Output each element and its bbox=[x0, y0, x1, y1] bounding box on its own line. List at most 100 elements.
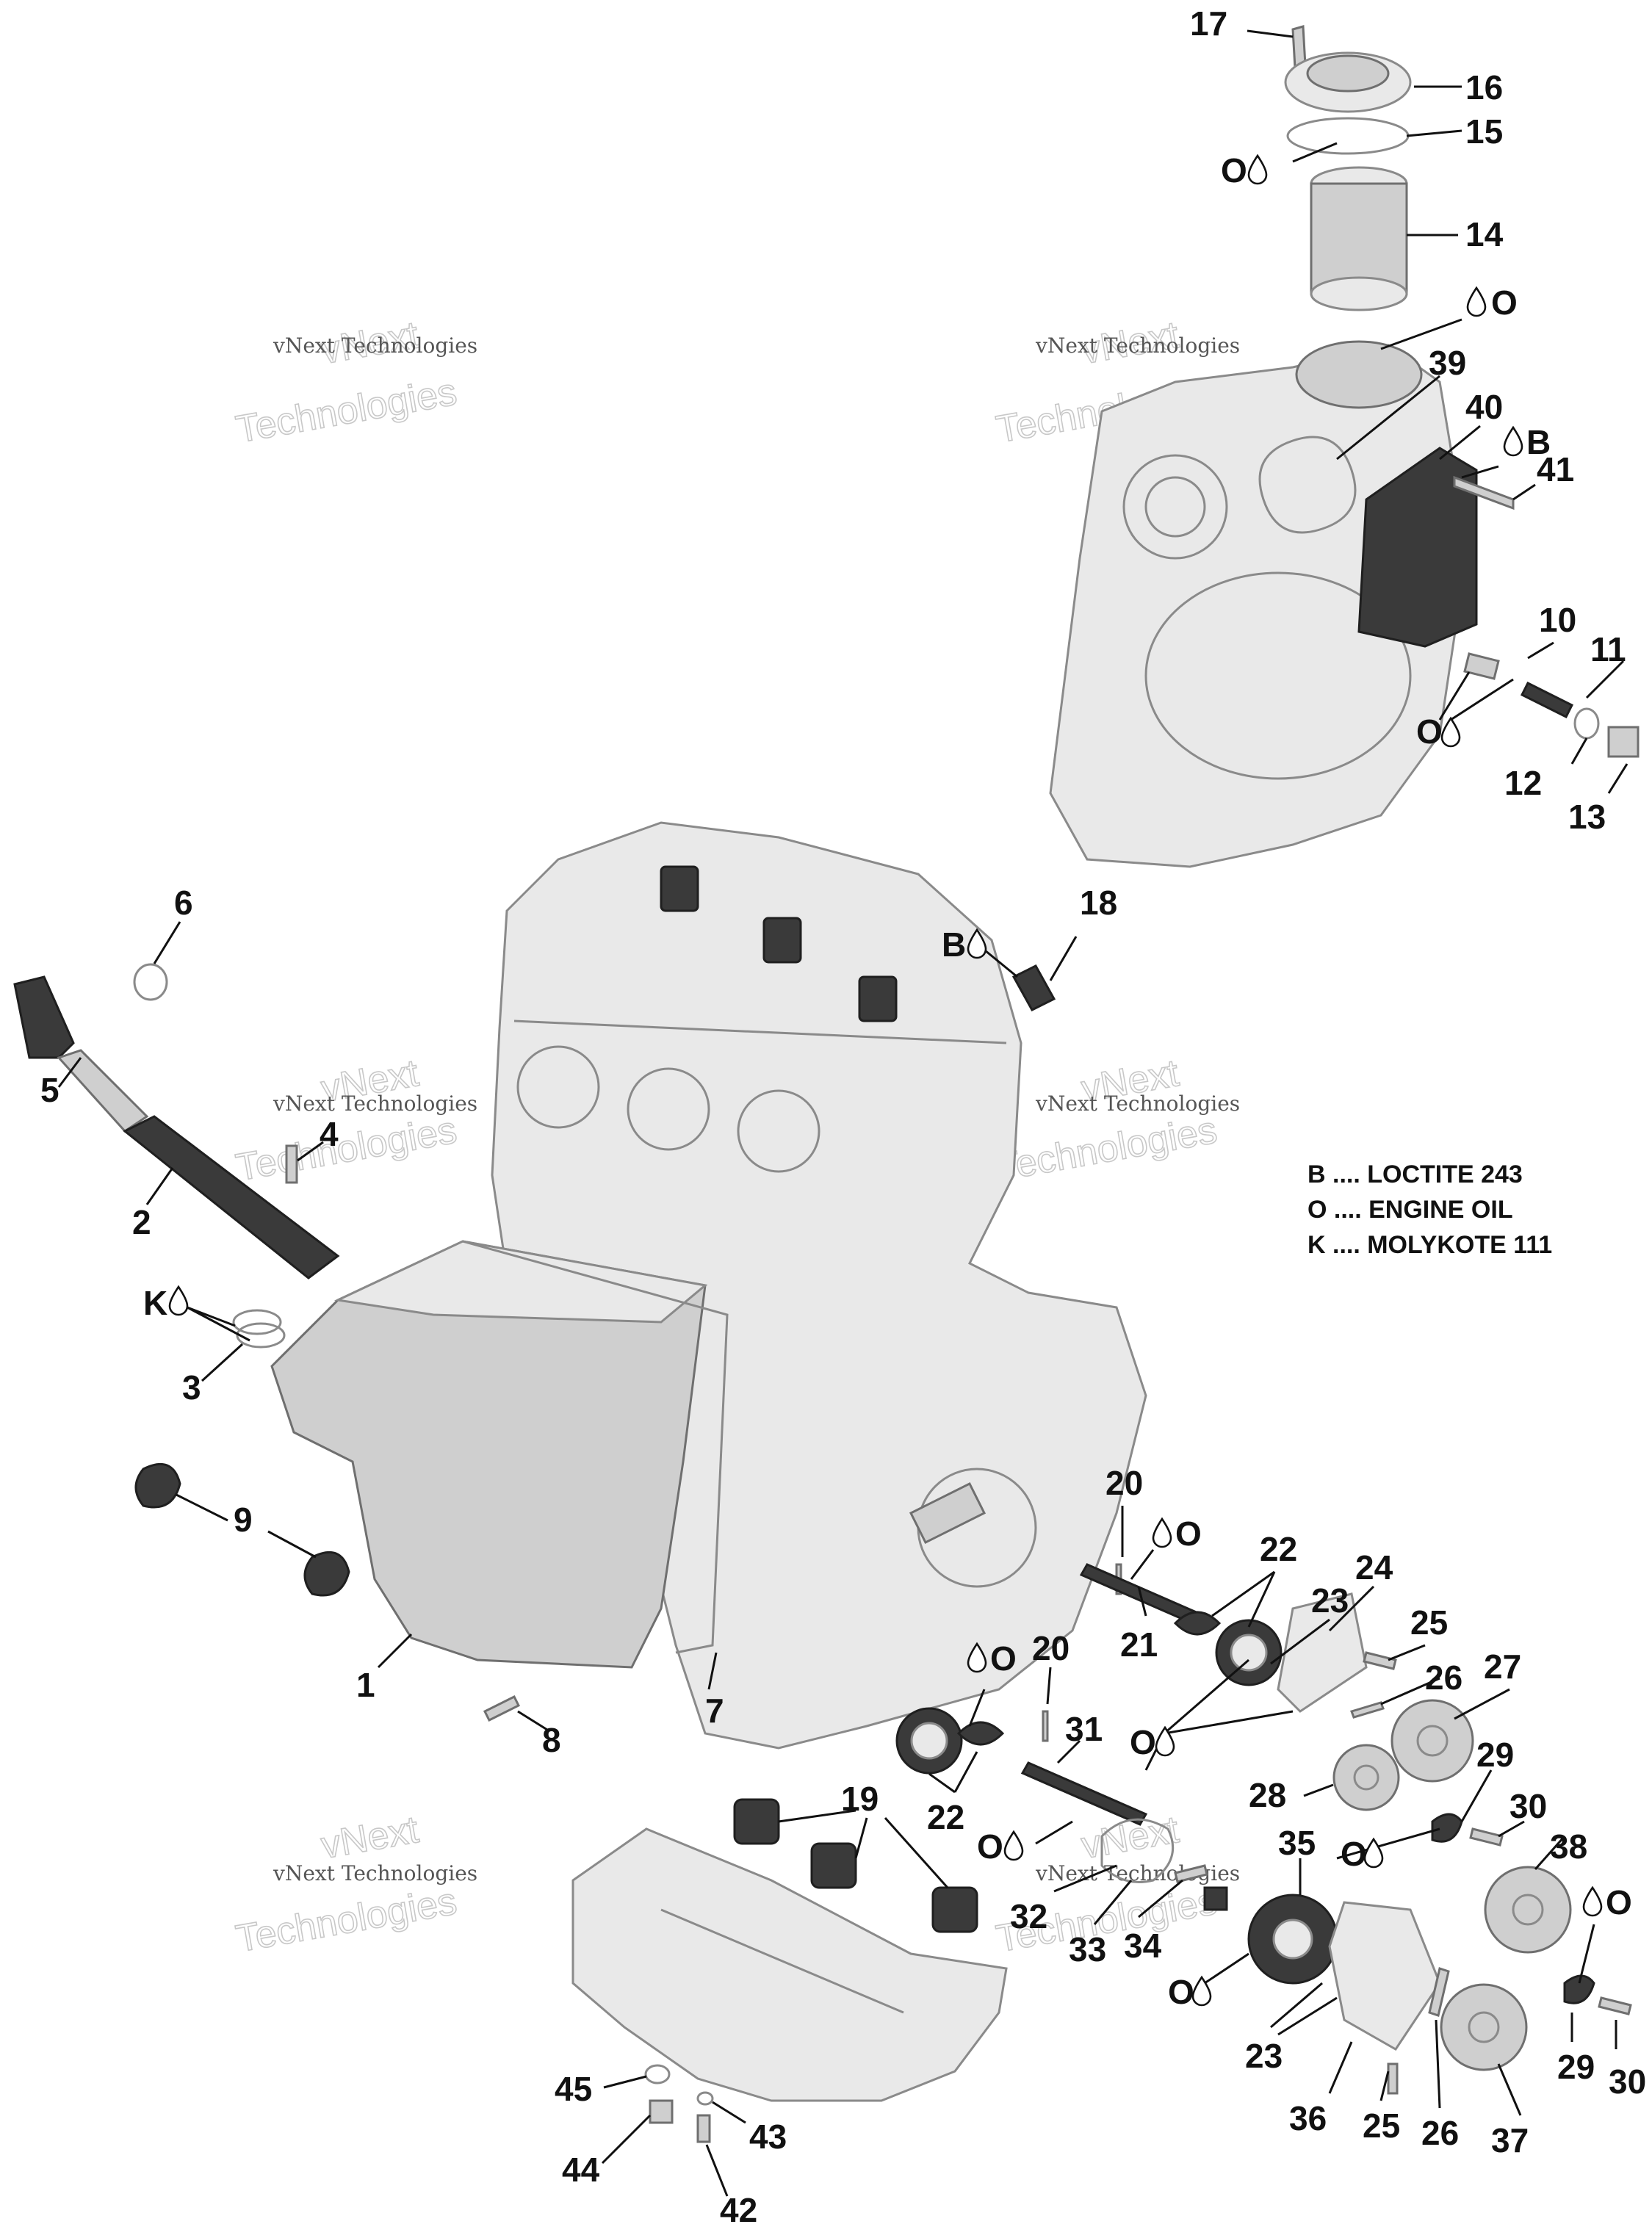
dipstick-tube-2 bbox=[123, 1115, 340, 1279]
oil-marker-14: O bbox=[1466, 284, 1518, 322]
callout-7: 7 bbox=[705, 1692, 724, 1730]
leader-10 bbox=[1527, 641, 1554, 660]
oil-pressure-sensor-18 bbox=[1011, 964, 1056, 1011]
leader-15-oil bbox=[1292, 142, 1338, 163]
oil-marker-35: O bbox=[1168, 1973, 1212, 2011]
callout-25-upper: 25 bbox=[1410, 1603, 1448, 1642]
callout-22-upper: 22 bbox=[1260, 1530, 1297, 1568]
callout-11: 11 bbox=[1590, 630, 1626, 668]
oil-filter-14 bbox=[1310, 182, 1408, 295]
fitting-33 bbox=[1203, 1886, 1228, 1911]
leader-4 bbox=[297, 1141, 324, 1162]
washer-29-lower bbox=[1563, 1974, 1595, 2004]
pump-housing-36 bbox=[1328, 1901, 1441, 2051]
leader-28 bbox=[1303, 1783, 1334, 1797]
separator-plate-group bbox=[571, 1827, 1008, 2143]
callout-31: 31 bbox=[1065, 1710, 1103, 1748]
parts bbox=[13, 25, 1640, 2143]
oil-code: O bbox=[990, 1639, 1017, 1678]
o-ring-3b bbox=[236, 1322, 286, 1349]
plug-9a bbox=[134, 1462, 181, 1509]
oil-marker-31: O bbox=[977, 1827, 1024, 1866]
callout-19: 19 bbox=[841, 1780, 879, 1818]
callout-40: 40 bbox=[1465, 388, 1503, 426]
oil-code: O bbox=[1130, 1723, 1156, 1761]
oil-drop-icon bbox=[1191, 1975, 1212, 2007]
pin-26-lower bbox=[1428, 1967, 1450, 2017]
rotor-35-bore bbox=[1272, 1919, 1313, 1960]
dipstick-shaft bbox=[57, 1049, 149, 1133]
oil-pump-upper bbox=[1079, 1563, 1397, 1719]
rotor-inner-22 bbox=[1173, 1611, 1222, 1636]
legend-molykote: K .... MOLYKOTE 111 bbox=[1307, 1231, 1552, 1259]
leader-19-b bbox=[854, 1817, 868, 1859]
bolt-30-lower bbox=[1598, 1996, 1632, 2015]
gear-37 bbox=[1440, 1983, 1528, 2071]
shaft-31 bbox=[1020, 1761, 1148, 1826]
oil-marker-pump: O bbox=[1130, 1723, 1175, 1761]
leader-26-upper bbox=[1380, 1677, 1440, 1706]
dipstick-group bbox=[13, 963, 340, 1349]
leader-3 bbox=[201, 1343, 244, 1382]
gear-28 bbox=[1332, 1744, 1400, 1811]
oil-code: O bbox=[977, 1827, 1003, 1866]
leader-5 bbox=[57, 1057, 82, 1088]
callout-12: 12 bbox=[1504, 764, 1542, 802]
leader-33 bbox=[1093, 1880, 1133, 1925]
callout-25-lower: 25 bbox=[1363, 2107, 1400, 2145]
oil-code: O bbox=[1491, 284, 1518, 322]
washer-43 bbox=[696, 2091, 714, 2106]
leader-oil-35 bbox=[1204, 1952, 1249, 1985]
leader-8 bbox=[517, 1710, 548, 1731]
oil-drop-icon bbox=[1247, 154, 1268, 185]
callout-10: 10 bbox=[1539, 601, 1576, 639]
gasket-39 bbox=[1258, 436, 1357, 534]
leader-lines bbox=[57, 29, 1628, 2197]
callout-34: 34 bbox=[1124, 1927, 1162, 1965]
leader-29-upper bbox=[1460, 1769, 1493, 1822]
leader-38 bbox=[1534, 1836, 1566, 1870]
cover-plate-40 bbox=[1357, 447, 1478, 648]
callout-2: 2 bbox=[132, 1203, 151, 1241]
ignition-coil-3 bbox=[858, 975, 898, 1022]
bolt-25-lower bbox=[1387, 2062, 1399, 2095]
callout-4: 4 bbox=[320, 1115, 339, 1153]
callout-26-lower: 26 bbox=[1421, 2114, 1459, 2152]
leader-1 bbox=[377, 1633, 413, 1669]
leader-6 bbox=[153, 921, 181, 964]
oil-code: O bbox=[1606, 1883, 1632, 1921]
lube-markers: O O B O B K O O bbox=[143, 151, 1632, 2011]
gears-right bbox=[1332, 1699, 1504, 1847]
callout-23-lower: 23 bbox=[1245, 2037, 1283, 2075]
pin-26-upper bbox=[1350, 1701, 1385, 1719]
cover-dome bbox=[1306, 54, 1390, 93]
callout-3: 3 bbox=[182, 1368, 201, 1407]
oil-pump-lower bbox=[895, 1707, 1632, 2095]
relief-plug-13 bbox=[1607, 726, 1640, 758]
oil-marker-21: O bbox=[1152, 1515, 1202, 1553]
leader-22-lower-a bbox=[928, 1772, 956, 1794]
leader-42 bbox=[705, 2144, 729, 2197]
leader-oil-pump-b bbox=[1164, 1710, 1294, 1735]
oil-pan-bolt-8 bbox=[483, 1694, 521, 1722]
pin-20-lower bbox=[1042, 1710, 1049, 1742]
leader-23-lower-b bbox=[1277, 1996, 1338, 2036]
oil-marker-lower-rotor: O bbox=[967, 1639, 1017, 1678]
o-ring-3a bbox=[232, 1309, 282, 1335]
leader-11 bbox=[1585, 660, 1625, 699]
strainers-19 bbox=[733, 1798, 978, 1933]
ignition-coil-1 bbox=[660, 865, 699, 912]
oil-code: O bbox=[1341, 1835, 1367, 1873]
leader-19-a bbox=[778, 1809, 856, 1823]
loctite-drop-icon bbox=[967, 928, 987, 959]
leader-25-upper bbox=[1388, 1644, 1426, 1661]
callout-42: 42 bbox=[720, 2191, 757, 2227]
watermark-mid-right: vNext vNext Technologies Technologies bbox=[992, 1051, 1240, 1190]
loctite-marker-41: B bbox=[1503, 423, 1551, 461]
cover-rim bbox=[1144, 571, 1412, 780]
magneto-cover-group bbox=[1049, 340, 1515, 868]
callout-29-upper: 29 bbox=[1476, 1736, 1514, 1774]
gear-38 bbox=[1484, 1866, 1572, 1954]
callout-5: 5 bbox=[40, 1071, 59, 1109]
watermark-big-text: Technologies bbox=[233, 1880, 460, 1961]
